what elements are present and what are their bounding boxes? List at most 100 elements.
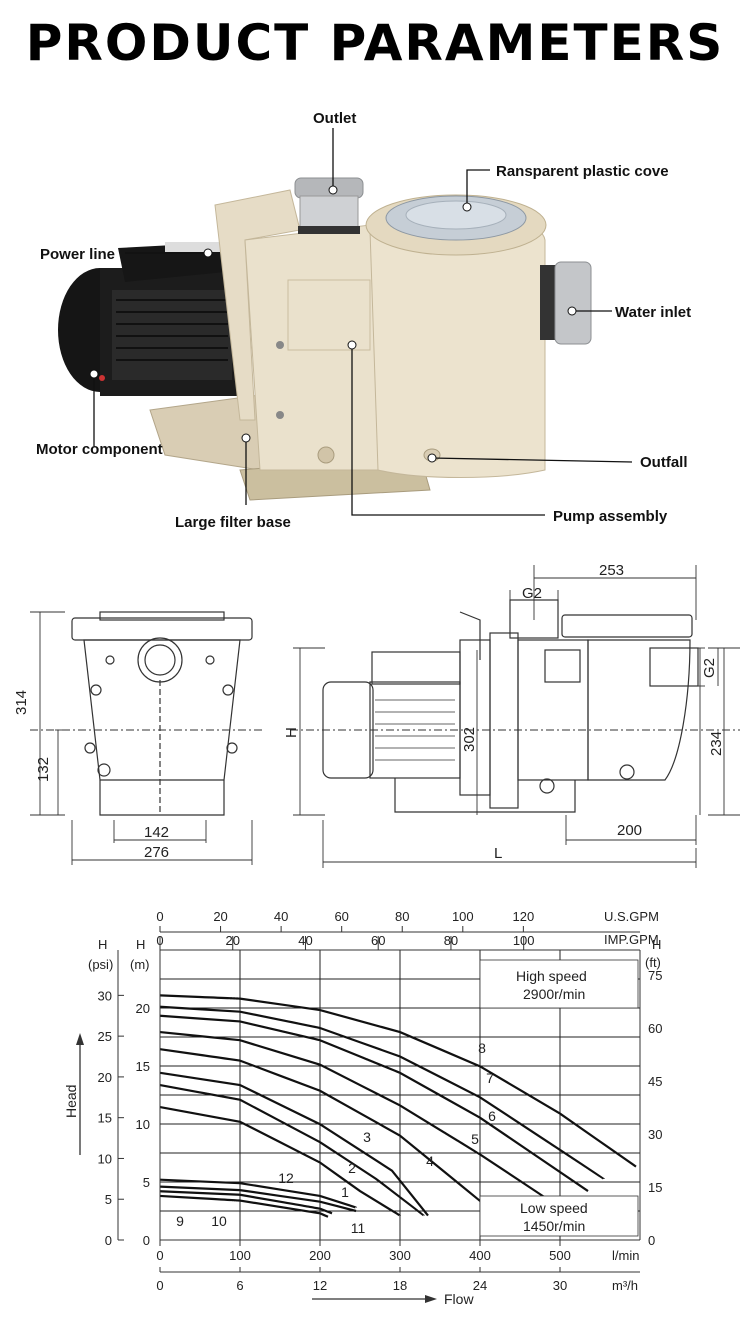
low-speed-label: Low speed [520, 1200, 588, 1216]
dim-g2-top: G2 [522, 585, 542, 602]
ft-unit-label: (ft) [645, 955, 661, 970]
us-gpm-tick-label: 80 [395, 909, 409, 924]
high-rpm-label: 2900r/min [523, 986, 585, 1002]
callout-water-inlet: Water inlet [615, 304, 691, 321]
us-gpm-tick-label: 60 [334, 909, 348, 924]
ft-tick-label: 0 [648, 1233, 655, 1248]
psi-tick-label: 25 [98, 1029, 112, 1044]
motor-shape [58, 242, 245, 396]
curve-label-10: 10 [211, 1213, 227, 1229]
outlet-fitting-shape [294, 177, 364, 234]
psi-tick-label: 10 [98, 1151, 112, 1166]
dim-l: L [494, 845, 502, 862]
m3h-tick-label: 18 [393, 1278, 407, 1293]
psi-head-label: H [98, 937, 107, 952]
flow-axis-label: Flow [444, 1291, 474, 1307]
m3h-tick-label: 6 [236, 1278, 243, 1293]
us-gpm-tick-label: 40 [274, 909, 288, 924]
us-gpm-tick-label: 120 [513, 909, 535, 924]
m-unit-label: (m) [130, 957, 150, 972]
m3h-tick-label: 0 [156, 1278, 163, 1293]
us-gpm-tick-label: 0 [156, 909, 163, 924]
low-speed-box [479, 1195, 639, 1237]
pump-body-shape [214, 189, 547, 478]
curve-label-7: 7 [486, 1070, 494, 1086]
lmin-tick-label: 500 [549, 1248, 571, 1263]
lmin-tick-label: 100 [229, 1248, 251, 1263]
dim-142: 142 [144, 824, 169, 841]
dim-314: 314 [13, 690, 30, 715]
dim-132: 132 [35, 757, 52, 782]
curve-12 [159, 1178, 357, 1209]
imp-gpm-unit: IMP.GPM [604, 932, 659, 947]
dim-302: 302 [461, 727, 478, 752]
m-tick-label: 0 [143, 1233, 150, 1248]
curve-label-8: 8 [478, 1040, 486, 1056]
m3h-unit: m³/h [612, 1278, 638, 1293]
curve-label-3: 3 [363, 1129, 371, 1145]
m-tick-label: 15 [136, 1059, 150, 1074]
front-view [71, 611, 253, 816]
us-gpm-tick-label: 20 [213, 909, 227, 924]
curve-3 [159, 1071, 429, 1217]
ft-tick-label: 45 [648, 1074, 662, 1089]
ft-tick-label: 15 [648, 1180, 662, 1195]
lmin-unit: l/min [612, 1248, 639, 1263]
m-tick-label: 20 [136, 1001, 150, 1016]
curve-label-12: 12 [278, 1170, 294, 1186]
m3h-tick-label: 30 [553, 1278, 567, 1293]
m3h-tick-label: 12 [313, 1278, 327, 1293]
high-speed-label: High speed [516, 968, 587, 984]
curve-label-11: 11 [351, 1220, 366, 1236]
ft-tick-label: 60 [648, 1021, 662, 1036]
callout-filter-base: Large filter base [175, 514, 291, 531]
high-speed-box [479, 959, 639, 1009]
ft-head-label: H [652, 937, 661, 952]
lmin-tick-label: 300 [389, 1248, 411, 1263]
psi-tick-label: 0 [105, 1233, 112, 1248]
curve-label-1: 1 [341, 1184, 349, 1200]
m-head-label: H [136, 937, 145, 952]
us-gpm-unit: U.S.GPM [604, 909, 659, 924]
us-gpm-tick-label: 100 [452, 909, 474, 924]
psi-tick-label: 5 [105, 1192, 112, 1207]
psi-unit-label: (psi) [88, 957, 113, 972]
psi-tick-label: 30 [98, 988, 112, 1003]
curve-1 [159, 1105, 401, 1217]
dim-g2-side: G2 [701, 658, 718, 678]
m-tick-label: 10 [136, 1117, 150, 1132]
callout-motor: Motor component [36, 441, 163, 458]
callout-lines [93, 128, 633, 516]
callout-power-line: Power line [40, 246, 115, 263]
curve-2 [159, 1083, 425, 1217]
callout-cover: Ransparent plastic cove [496, 163, 669, 180]
curve-4 [159, 1048, 489, 1209]
curve-7 [159, 1005, 605, 1180]
lmin-tick-label: 200 [309, 1248, 331, 1263]
callout-pump-assembly: Pump assembly [553, 508, 668, 525]
head-axis-label: Head [63, 1085, 79, 1118]
callout-dots [89, 185, 577, 463]
page-title: PRODUCT PARAMETERS [25, 14, 725, 72]
ft-tick-label: 30 [648, 1127, 662, 1142]
dim-276: 276 [144, 844, 169, 861]
curve-5 [159, 1030, 561, 1209]
ft-tick-label: 75 [648, 968, 662, 983]
dimension-lines [30, 565, 740, 868]
dim-253: 253 [599, 562, 624, 579]
lmin-tick-label: 0 [156, 1248, 163, 1263]
m-tick-label: 5 [143, 1175, 150, 1190]
curve-label-6: 6 [488, 1108, 496, 1124]
dim-234: 234 [708, 731, 725, 756]
curve-label-2: 2 [348, 1160, 356, 1176]
low-rpm-label: 1450r/min [523, 1218, 585, 1234]
dim-200: 200 [617, 822, 642, 839]
psi-tick-label: 20 [98, 1070, 112, 1085]
curve-label-9: 9 [176, 1213, 184, 1229]
curve-9 [159, 1194, 329, 1218]
curve-8 [159, 994, 637, 1168]
